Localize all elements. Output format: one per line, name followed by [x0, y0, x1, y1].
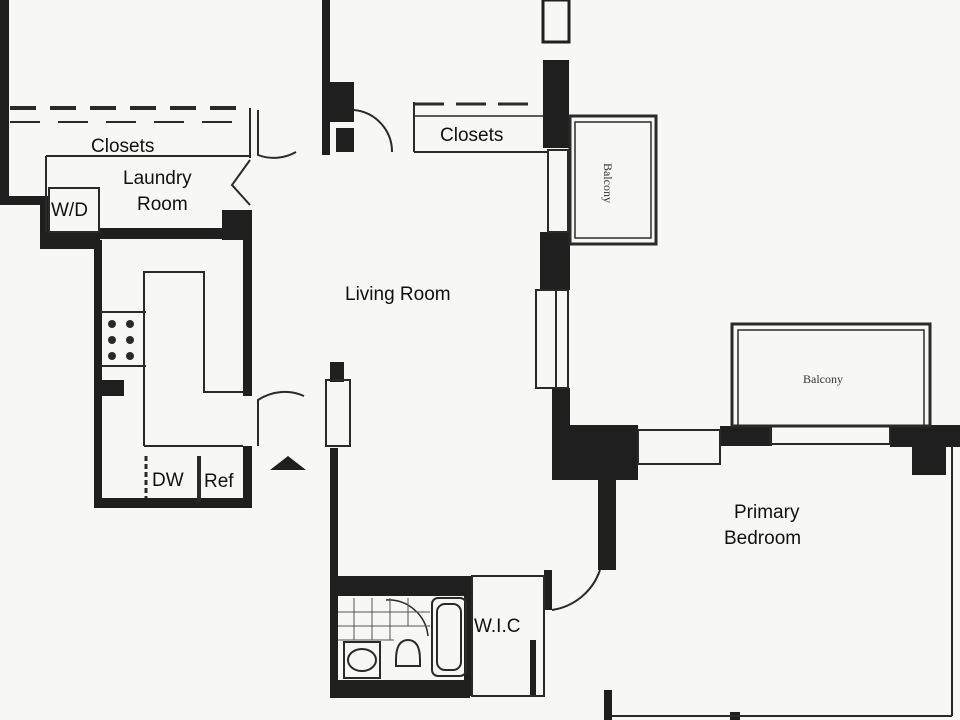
wall-bath-right: [464, 576, 472, 696]
wall-bottom-post: [604, 690, 612, 720]
wall-laundry-bottom: [100, 228, 250, 239]
balcony-small-inner: [574, 121, 652, 239]
wall-kitchen-right-lower: [243, 446, 252, 508]
label-ref: Ref: [204, 471, 234, 492]
door-bath: [385, 599, 429, 637]
wall-center-post: [336, 128, 354, 152]
balcony-small-outline: [568, 114, 658, 246]
wall-wic-right: [544, 570, 552, 610]
wall-entry-post: [330, 362, 344, 382]
kitchen-counter: [143, 271, 243, 446]
bath-tile-grid: [338, 598, 430, 641]
window-living-lower: [535, 289, 569, 389]
wic-outline: [471, 575, 545, 697]
wall-right-upper: [543, 60, 569, 148]
wall-kitchen-left: [94, 240, 102, 508]
wd-box: [48, 187, 100, 233]
wall-bedroom-left: [598, 470, 616, 570]
wall-kitchen-post: [100, 380, 124, 396]
window-bedroom-left: [637, 429, 721, 465]
label-balcony-small: Balcony: [601, 163, 615, 203]
sink: [347, 648, 377, 672]
label-living-room: Living Room: [345, 284, 451, 305]
wall-bath-top: [330, 576, 470, 596]
door-closet-left: [257, 110, 297, 159]
wall-bedroom-top-mid: [720, 426, 772, 446]
label-closets-right: Closets: [440, 125, 503, 146]
wall-right-mid: [540, 232, 570, 290]
wall-center-block: [330, 82, 354, 122]
entry-arrow-icon: [270, 456, 306, 470]
entry-closet-panel: [325, 379, 351, 447]
toilet: [395, 638, 421, 667]
partitions: [10, 102, 953, 717]
wall-kitchen-right: [243, 238, 252, 396]
wall-bedroom-right-block: [912, 440, 946, 475]
label-laundry-line1: Laundry: [123, 168, 192, 189]
wall-kitchen-bottom: [94, 498, 252, 508]
label-laundry-line2: Room: [137, 194, 188, 215]
window-top-right: [541, 0, 571, 44]
wall-bath-left: [330, 448, 338, 698]
wall-left-ledge: [0, 196, 44, 205]
wall-center-column: [322, 0, 330, 155]
laundry-door-swing: [230, 159, 251, 206]
label-primary-line1: Primary: [734, 502, 800, 523]
door-entry: [257, 390, 305, 446]
wall-wd-left: [40, 196, 49, 248]
label-wic: W.I.C: [474, 616, 520, 637]
label-closets-left: Closets: [91, 136, 154, 157]
window-bedroom-right: [769, 425, 891, 445]
vanity: [343, 641, 381, 679]
wall-bath-bottom: [330, 680, 470, 698]
wall-wd-bottom: [40, 232, 100, 249]
door-closet-center: [353, 109, 394, 153]
door-bedroom: [551, 569, 601, 611]
wall-bedroom-corner: [552, 425, 638, 480]
label-balcony-large: Balcony: [803, 372, 843, 386]
window-living-upper: [547, 149, 569, 233]
wall-laundry-corner: [222, 210, 252, 240]
label-wd: W/D: [51, 200, 88, 221]
label-primary-line2: Bedroom: [724, 528, 801, 549]
wall-wic-lower: [530, 640, 536, 696]
bathtub: [431, 597, 467, 677]
label-dw: DW: [152, 470, 184, 491]
wall-left-upper: [0, 0, 9, 205]
stove-burners: [108, 320, 134, 360]
bathtub-inner: [436, 603, 462, 671]
